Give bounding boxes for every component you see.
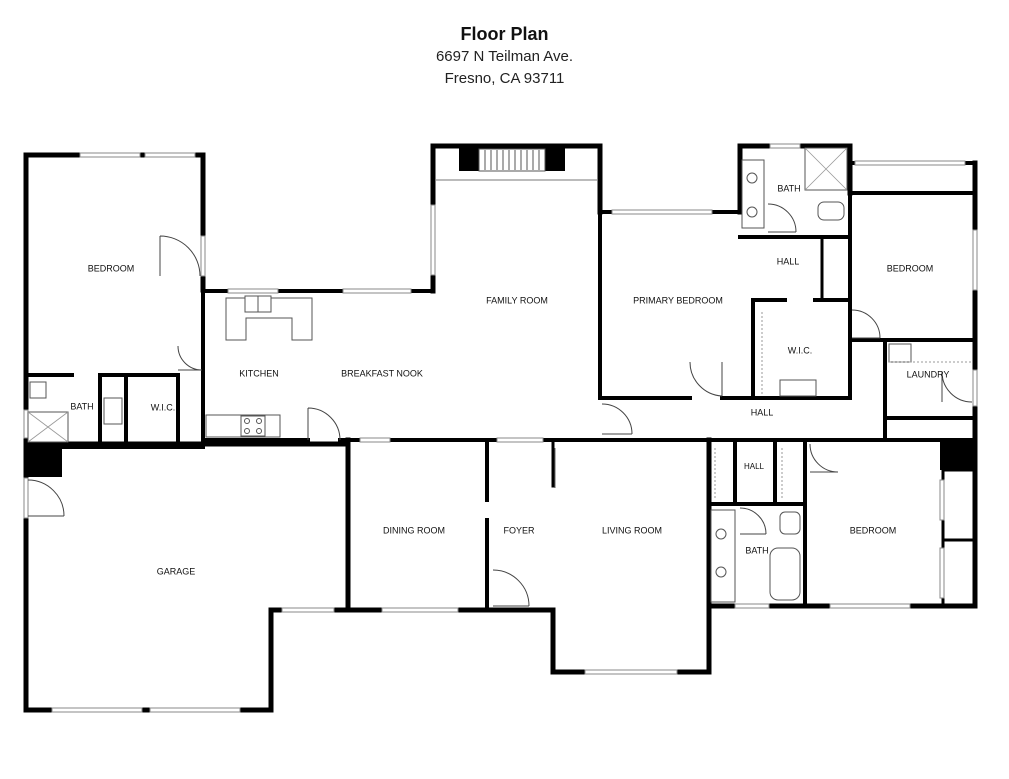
label-hall-main: HALL [751, 407, 774, 417]
toilet-right-bath [779, 511, 801, 535]
label-foyer: FOYER [503, 525, 535, 535]
label-laundry: LAUNDRY [907, 369, 950, 379]
label-bedroom-lower-right: BEDROOM [850, 525, 897, 535]
column-block-right [940, 440, 975, 470]
window-garage-bottom [281, 607, 335, 613]
plan-header: Floor Plan 6697 N Teilman Ave. Fresno, C… [0, 22, 1009, 90]
opening-dining [359, 437, 391, 443]
label-dining-room: DINING ROOM [383, 525, 445, 535]
vanity-right-bath [710, 509, 736, 603]
window-breakfast-nook [342, 288, 412, 294]
door-hall-left [601, 403, 633, 435]
door-laundry [941, 371, 973, 403]
label-family-room: FAMILY ROOM [486, 295, 548, 305]
window-upper-right [854, 160, 966, 166]
garage-door-right [149, 707, 241, 713]
label-wic-primary: W.I.C. [788, 345, 813, 355]
windows [23, 143, 978, 713]
toilet-left-bath [29, 381, 47, 399]
window-living [584, 669, 678, 675]
plan-title: Floor Plan [460, 24, 549, 44]
window-garage-side [23, 477, 29, 519]
room-labels: BEDROOM BATH W.I.C. KITCHEN BREAKFAST NO… [70, 183, 949, 576]
door-kitchen-hall [177, 345, 203, 371]
fixtures [27, 147, 972, 603]
sink-left-bath [103, 397, 123, 425]
window-family-left [430, 204, 436, 276]
label-breakfast-nook: BREAKFAST NOOK [341, 368, 423, 378]
window-bedroom-right-upper [972, 229, 978, 291]
chimney-block-left [459, 147, 479, 171]
doors [27, 203, 973, 607]
chimney-block-right [545, 147, 565, 171]
address-line-1: 6697 N Teilman Ave. [435, 48, 574, 65]
toilet-primary-bath [817, 201, 845, 221]
label-hall-primary: HALL [777, 256, 800, 266]
label-wic-left: W.I.C. [151, 402, 176, 412]
laundry-sink [888, 343, 912, 363]
window-laundry [972, 369, 978, 407]
garage-door-left [51, 707, 143, 713]
label-bath-left: BATH [70, 401, 93, 411]
column-block-left [26, 447, 62, 477]
closet-door-right-2 [939, 547, 945, 599]
fireplace-hearth [478, 148, 546, 172]
bathtub-right-bath [769, 547, 801, 601]
window-kitchen [227, 288, 279, 294]
address-line-2: Fresno, CA 93711 [444, 70, 565, 87]
door-bedroom-lower-right [809, 443, 839, 473]
front-door [492, 569, 530, 607]
door-garage-side [27, 479, 65, 517]
label-hall-small: HALL [744, 462, 765, 471]
door-bedroom-left [159, 235, 201, 277]
label-primary-bedroom: PRIMARY BEDROOM [633, 295, 723, 305]
fireplace-brick-lines [484, 150, 540, 170]
label-bedroom-left: BEDROOM [88, 263, 135, 273]
door-kitchen-garage [307, 407, 341, 441]
window-bedroom-lower-right [829, 603, 911, 609]
exterior-walls [23, 143, 978, 713]
door-primary-bedroom [689, 361, 723, 397]
door-primary-bath [767, 203, 797, 233]
label-bath-right: BATH [745, 545, 768, 555]
closet-door-right-1 [939, 479, 945, 521]
label-garage: GARAGE [157, 566, 196, 576]
window-bedroom-left-top [79, 152, 141, 158]
door-bath-right [739, 507, 767, 535]
label-bedroom-upper-right: BEDROOM [887, 263, 934, 273]
window-bedroom-left-top-2 [144, 152, 196, 158]
label-bath-primary: BATH [777, 183, 800, 193]
opening-foyer [496, 437, 544, 443]
window-bedroom-left-side [200, 235, 206, 277]
window-dining [381, 607, 459, 613]
label-living-room: LIVING ROOM [602, 525, 662, 535]
label-kitchen: KITCHEN [239, 368, 279, 378]
window-bath-right [734, 603, 770, 609]
window-primary-top [611, 209, 713, 215]
vanity-primary-bath [741, 159, 765, 229]
wic-primary-shelf [779, 379, 817, 397]
window-bath-left [23, 409, 29, 439]
window-bath-primary [769, 143, 801, 149]
door-bedroom-upper-right [851, 309, 881, 339]
kitchen-stove [240, 415, 266, 437]
structural-blocks [26, 147, 975, 477]
